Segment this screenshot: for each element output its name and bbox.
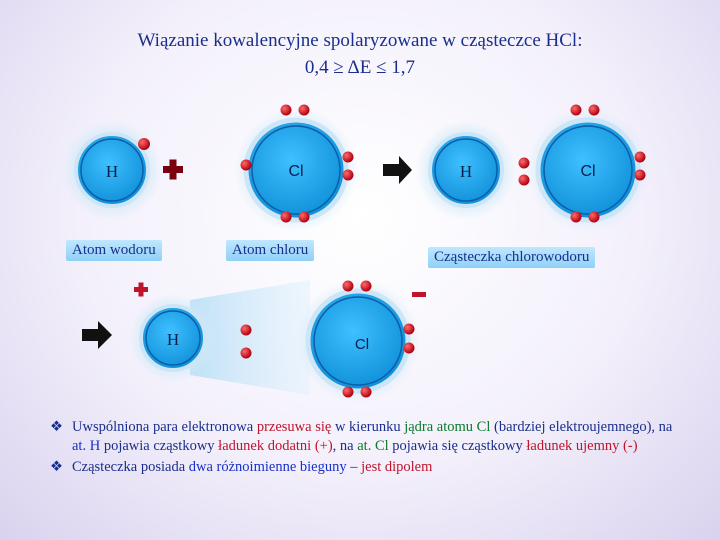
zoom-beam [190, 280, 310, 395]
note-text: , na [332, 438, 358, 454]
hydrogen-atom-zoom [129, 294, 217, 382]
cl-symbol-zoom: Cl [355, 336, 369, 353]
note-text: jądra atomu Cl [404, 419, 491, 435]
note-text: Uwspólniona para elektronowa [72, 419, 257, 435]
note-text: (+) [314, 438, 333, 454]
arrow-right-icon [383, 156, 412, 184]
cl-symbol-molecule: Cl [580, 163, 595, 180]
note-text: (bardziej elektroujemnego), na [490, 419, 673, 435]
h-symbol-molecule: H [460, 162, 472, 181]
chlorine-atom-zoom [296, 279, 420, 403]
plus-icon [163, 159, 183, 180]
label-hydrogen-atom: Atom wodoru [66, 240, 162, 261]
h-symbol-zoom: H [167, 330, 179, 349]
hcl-molecule [416, 104, 650, 232]
chlorine-atom-top [234, 104, 358, 232]
note-text: ładunek dodatni [218, 438, 312, 454]
note-text: dwa różnoimienne bieguny [188, 459, 347, 475]
shared-electron [240, 324, 252, 336]
cl-symbol-top: Cl [288, 163, 303, 180]
note-text: at. H [72, 438, 101, 454]
note-text: jest dipolem [361, 459, 433, 475]
note-text: ładunek ujemny [526, 438, 620, 454]
title-line-2: 0,4 ≥ ΔE ≤ 1,7 [304, 57, 416, 78]
shared-electron [240, 347, 252, 359]
arrow-right-icon [82, 321, 112, 349]
note-text: przesuwa się [256, 419, 332, 435]
note-text: (-) [623, 438, 638, 454]
h-symbol-top: H [106, 162, 118, 181]
partial-positive-icon [134, 282, 148, 297]
note-text: at. Cl [357, 438, 389, 454]
shared-electron [518, 157, 530, 169]
note-text: Cząsteczka posiada [72, 459, 189, 475]
note-item: ❖ Cząsteczka posiada dwa różnoimienne bi… [50, 458, 690, 477]
title-line-1: Wiązanie kowalencyjne spolaryzowane w cz… [137, 30, 583, 51]
explanation-notes: ❖ Uwspólniona para elektronowa przesuwa … [50, 418, 690, 477]
partial-negative-icon [412, 292, 426, 297]
note-item: ❖ Uwspólniona para elektronowa przesuwa … [50, 418, 690, 456]
note-text: – [346, 459, 362, 475]
label-molecule: Cząsteczka chlorowodoru [428, 247, 596, 268]
shared-electron [518, 174, 530, 186]
label-chlorine-atom: Atom chloru [226, 240, 315, 261]
hydrogen-atom-top [62, 120, 162, 220]
note-text: pojawia cząstkowy [100, 438, 219, 454]
bullet-icon: ❖ [50, 459, 63, 475]
note-text: w kierunku [331, 419, 405, 435]
electron [138, 138, 150, 150]
note-text: pojawia się cząstkowy [388, 438, 527, 454]
bullet-icon: ❖ [50, 419, 63, 435]
